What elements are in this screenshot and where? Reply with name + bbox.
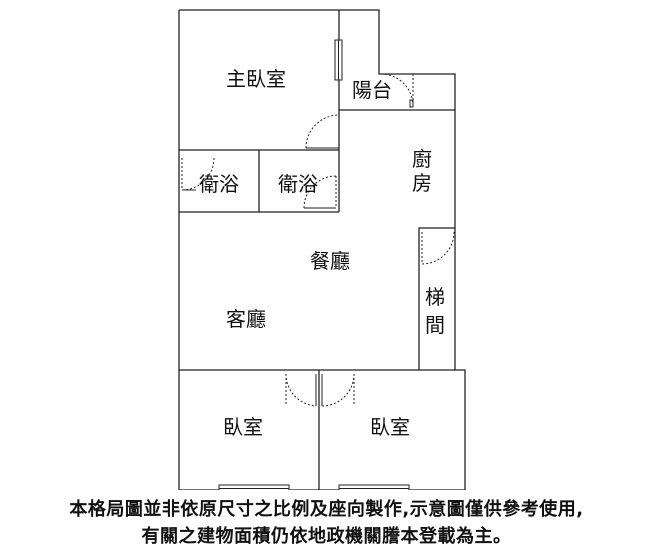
bathroom-1-label: 衛浴 xyxy=(199,172,239,196)
windows xyxy=(218,39,410,490)
stairwell-label-1: 梯 xyxy=(425,285,445,309)
kitchen-label-1: 廚 xyxy=(412,147,432,171)
disclaimer-line-2: 有關之建物面積仍依地政機關謄本登載為主。 xyxy=(141,526,512,547)
stairwell-door xyxy=(421,231,455,265)
bath-2-door xyxy=(303,175,337,209)
doors xyxy=(181,73,455,407)
floor-plan: 主臥室 陽台 廚 房 衛浴 衛浴 餐廳 梯 間 客廳 臥室 臥室 xyxy=(178,9,466,490)
master-bedroom-label: 主臥室 xyxy=(226,67,286,91)
bedroom-2-label: 臥室 xyxy=(370,415,410,439)
bedroom-2-door xyxy=(321,373,355,407)
bathroom-2-label: 衛浴 xyxy=(278,172,318,196)
balcony-label: 陽台 xyxy=(352,78,392,102)
stairwell-label-2: 間 xyxy=(425,313,445,337)
kitchen-label-2: 房 xyxy=(412,171,432,195)
bedroom-1-label: 臥室 xyxy=(223,415,263,439)
bedroom-1-door xyxy=(285,373,317,407)
bedroom-1-window xyxy=(218,484,290,490)
balcony-door-leaf xyxy=(409,99,414,108)
bedroom-2-window xyxy=(338,484,410,490)
stairwell-wall xyxy=(418,227,455,370)
living-label: 客廳 xyxy=(226,307,266,331)
master-bedroom-door xyxy=(305,114,340,149)
dining-label: 餐廳 xyxy=(310,249,350,273)
disclaimer-line-1: 本格局圖並非依原尺寸之比例及座向製作,示意圖僅供參考使用, xyxy=(69,499,584,520)
walls xyxy=(178,9,466,490)
